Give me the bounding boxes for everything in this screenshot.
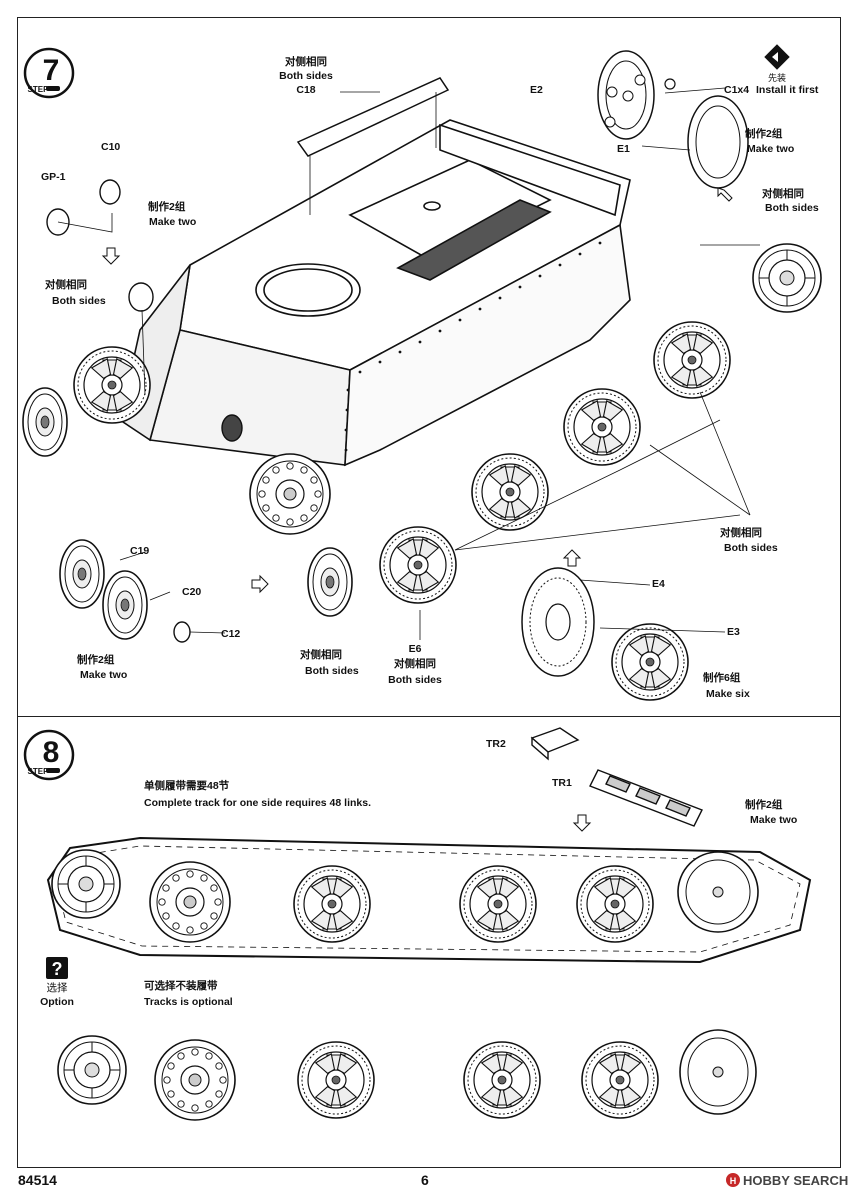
track-road-wheel	[293, 865, 371, 943]
label-gp1: GP-1	[41, 171, 66, 183]
wheel-e3	[611, 623, 689, 701]
road-wheel	[471, 453, 549, 531]
make-two-en-c: Make two	[80, 669, 128, 681]
label-c20: C20	[182, 586, 202, 598]
step-8-number: 8	[43, 736, 60, 769]
track-rear-wheel	[677, 851, 759, 933]
both-sides-cn-b: 对侧相同	[45, 279, 87, 291]
label-e2: E2	[530, 84, 543, 96]
track-links	[530, 727, 703, 827]
tracks-optional-cn: 可选择不装履带	[144, 980, 218, 992]
both-sides-cn-a: 对侧相同	[762, 188, 804, 200]
step-7-word: STEP	[28, 85, 50, 94]
install-first-icon	[764, 44, 790, 70]
track-road-wheel	[459, 865, 537, 943]
step-8-word: STEP	[28, 767, 50, 776]
label-tr1: TR1	[552, 777, 572, 789]
hull	[119, 119, 631, 467]
option-cn: 选择	[46, 982, 68, 994]
svg-text:H: H	[730, 1176, 737, 1186]
c18-both-sides-cn: 对侧相同	[285, 56, 327, 68]
track-idler	[51, 849, 121, 919]
both-sides-cn-d: 对侧相同	[300, 649, 342, 661]
front-road-wheel	[73, 346, 151, 424]
install-first-cn: 先装	[767, 73, 787, 83]
road-wheel	[653, 321, 731, 399]
c18-both-sides-en: Both sides	[279, 70, 333, 82]
option-road-wheel	[581, 1041, 659, 1119]
part-c20	[102, 570, 148, 640]
headlight	[128, 282, 154, 312]
step-8-badge: 8 STEP	[23, 729, 75, 781]
drive-sprocket	[249, 453, 331, 535]
install-first-en: Install it first	[756, 84, 819, 96]
part-c10	[99, 179, 121, 205]
make-two-en-b: Make two	[149, 216, 197, 228]
svg-text:?: ?	[52, 959, 63, 979]
option-idler	[57, 1035, 127, 1105]
page-number: 6	[421, 1172, 429, 1188]
label-c10: C10	[101, 141, 121, 153]
make-two-cn-b: 制作2组	[148, 201, 186, 213]
both-sides-en-a: Both sides	[765, 202, 819, 214]
label-e6: E6	[408, 643, 422, 655]
option-sprocket	[154, 1039, 236, 1121]
make-two-cn-track: 制作2组	[745, 799, 783, 811]
option-road-wheel	[463, 1041, 541, 1119]
idler-wheel	[752, 243, 822, 313]
track-road-wheel	[576, 865, 654, 943]
make-two-en-a: Make two	[747, 143, 795, 155]
make-six-cn: 制作6组	[703, 672, 741, 684]
both-sides-en-d: Both sides	[305, 665, 359, 677]
label-c1x4: C1x4	[724, 84, 750, 96]
make-two-cn-c: 制作2组	[77, 654, 115, 666]
both-sides-en-e: Both sides	[388, 674, 442, 686]
both-sides-cn-c: 对侧相同	[720, 527, 762, 539]
track-sprocket	[149, 861, 231, 943]
both-sides-en-c: Both sides	[724, 542, 778, 554]
option-road-wheel	[297, 1041, 375, 1119]
track-count-cn: 单侧履带需要48节	[144, 780, 230, 792]
wheel-e1	[687, 95, 749, 189]
label-c18: C18	[296, 84, 316, 96]
label-c12: C12	[221, 628, 241, 640]
tracks-optional-en: Tracks is optional	[144, 996, 233, 1008]
label-c19: C19	[130, 545, 150, 557]
step-7-badge: 7 STEP	[23, 47, 75, 99]
part-c12	[173, 621, 191, 643]
option-en: Option	[40, 996, 74, 1008]
option-rear-wheel	[679, 1029, 757, 1115]
make-two-cn-a: 制作2组	[745, 128, 783, 140]
label-e4: E4	[652, 578, 665, 590]
part-number: 84514	[18, 1172, 57, 1188]
label-tr2: TR2	[486, 738, 506, 750]
part-c19	[59, 539, 105, 609]
both-sides-cn-e: 对侧相同	[394, 658, 436, 670]
label-e3: E3	[727, 626, 740, 638]
hobby-search-logo: H	[726, 1173, 740, 1187]
front-wheel-side	[22, 387, 68, 457]
both-sides-en-b: Both sides	[52, 295, 106, 307]
road-wheel-e6	[379, 526, 457, 604]
step-8-panel	[17, 716, 841, 1168]
label-e1: E1	[617, 143, 630, 155]
make-six-en: Make six	[706, 688, 750, 700]
option-icon: ?	[46, 957, 68, 979]
road-wheel	[563, 388, 641, 466]
watermark-text: HOBBY SEARCH	[743, 1173, 849, 1188]
make-two-en-track: Make two	[750, 814, 798, 826]
track-count-en: Complete track for one side requires 48 …	[144, 797, 371, 809]
step-7-number: 7	[43, 54, 60, 87]
road-wheel-side	[307, 547, 353, 617]
